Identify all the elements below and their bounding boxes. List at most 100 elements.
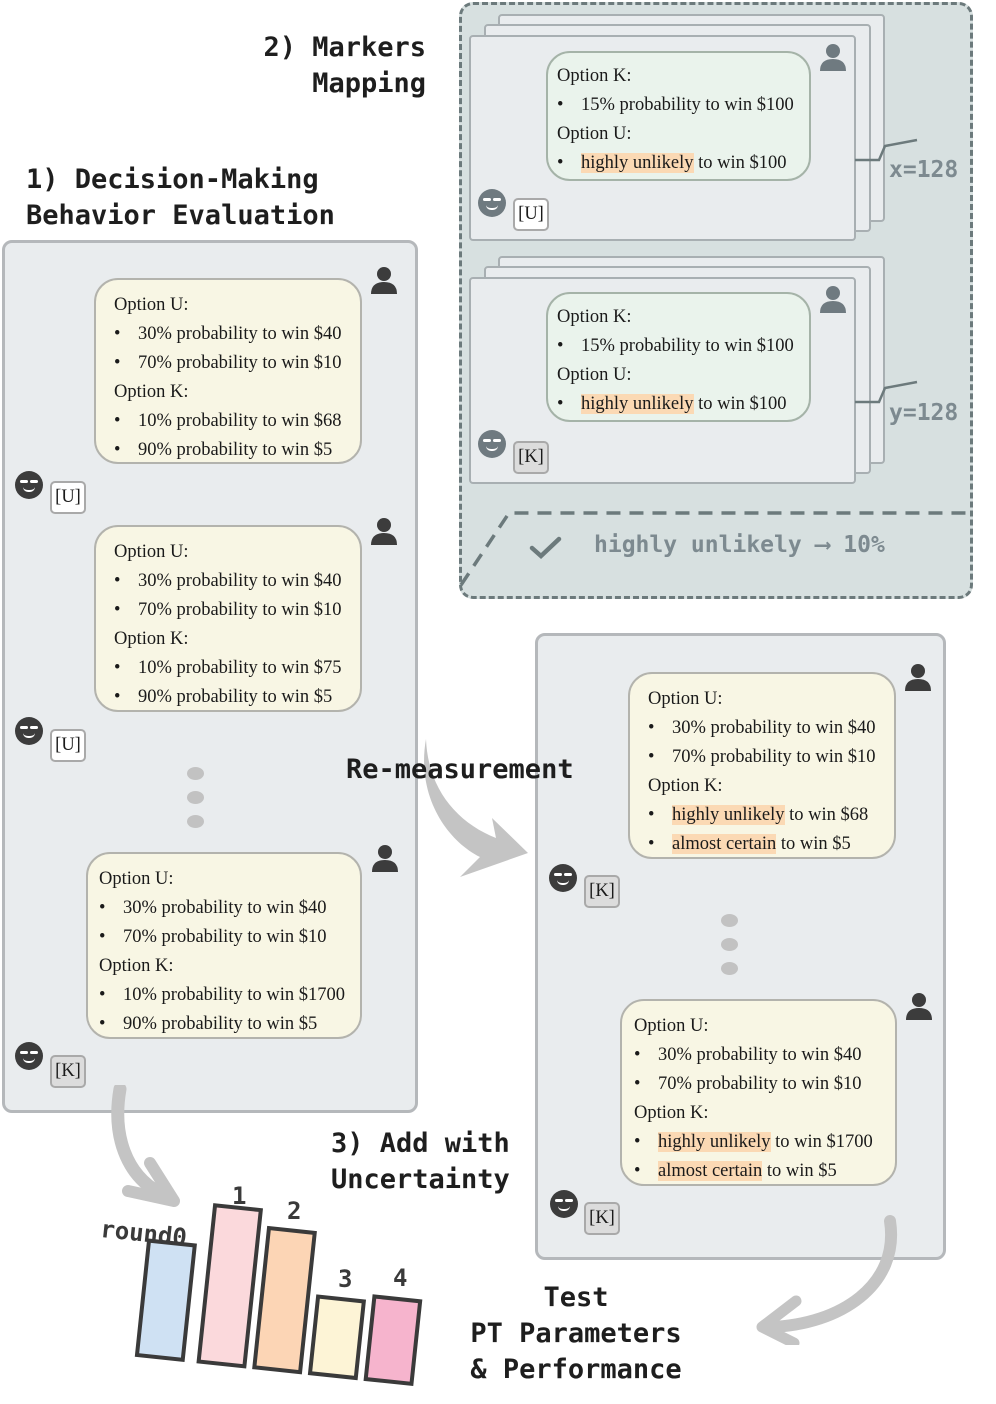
option-line: •almost certain to win $5 bbox=[634, 1161, 837, 1181]
option-line-text: 30% probability to win $40 bbox=[138, 324, 342, 344]
mapping-result-value: 10% bbox=[843, 532, 885, 558]
bar-label-1: 1 bbox=[232, 1182, 247, 1210]
uncertainty-bubble-1: Option U: •30% probability to win $40 •7… bbox=[628, 672, 896, 859]
option-line: •30% probability to win $40 bbox=[648, 718, 876, 738]
option-line-text: 15% probability to win $100 bbox=[581, 95, 794, 115]
option-line-text: 90% probability to win $5 bbox=[138, 440, 333, 460]
option-line-text: 15% probability to win $100 bbox=[581, 336, 794, 356]
answer-badge: [U] bbox=[513, 198, 549, 231]
step2-heading-line1: 2) Markers bbox=[263, 32, 426, 63]
option-line-text: 10% probability to win $75 bbox=[138, 658, 342, 678]
option-line-text: 10% probability to win $1700 bbox=[123, 985, 345, 1005]
mapping-bubble-1: Option K: •15% probability to win $100 O… bbox=[546, 51, 811, 181]
step3-heading-line2: Uncertainty bbox=[331, 1164, 510, 1195]
option-line-text: 30% probability to win $40 bbox=[658, 1045, 862, 1065]
bar-label-4: 4 bbox=[393, 1264, 408, 1292]
answer-badge: [K] bbox=[50, 1055, 86, 1088]
option-line: •30% probability to win $40 bbox=[114, 571, 342, 591]
option-title: Option U: bbox=[114, 542, 189, 562]
bar-round0 bbox=[134, 1238, 197, 1363]
option-line: •almost certain to win $5 bbox=[648, 834, 851, 854]
answer-badge: [K] bbox=[584, 875, 620, 908]
right-down-arrow bbox=[756, 1215, 898, 1345]
option-line-text: 70% probability to win $10 bbox=[138, 353, 342, 373]
option-line: •30% probability to win $40 bbox=[634, 1045, 862, 1065]
user-icon bbox=[906, 993, 932, 1020]
option-title: Option U: bbox=[557, 124, 632, 144]
user-icon bbox=[905, 664, 931, 691]
stack-bracket bbox=[855, 138, 918, 162]
arrow-right-icon: ⟶ bbox=[815, 532, 830, 558]
ellipsis-dot bbox=[187, 815, 204, 828]
option-line: •15% probability to win $100 bbox=[557, 336, 794, 356]
option-line-text: 30% probability to win $40 bbox=[123, 898, 327, 918]
option-line: •10% probability to win $68 bbox=[114, 411, 342, 431]
option-title: Option U: bbox=[648, 689, 723, 709]
answer-badge: [K] bbox=[513, 441, 549, 474]
remeasurement-label: Re-measurement bbox=[346, 754, 574, 785]
test-heading-line1: Test bbox=[543, 1282, 609, 1313]
option-line-text: 30% probability to win $40 bbox=[672, 718, 876, 738]
user-icon bbox=[372, 845, 398, 872]
option-line: •highly unlikely to win $1700 bbox=[634, 1132, 873, 1152]
user-icon bbox=[371, 518, 397, 545]
option-title: Option K: bbox=[114, 629, 189, 649]
step3-heading: 3) Add with Uncertainty bbox=[331, 1126, 510, 1198]
option-line: •10% probability to win $75 bbox=[114, 658, 342, 678]
option-line-text: 70% probability to win $10 bbox=[658, 1074, 862, 1094]
option-title: Option U: bbox=[634, 1016, 709, 1036]
option-line-text: 90% probability to win $5 bbox=[138, 687, 333, 707]
option-title: Option K: bbox=[99, 956, 174, 976]
user-icon bbox=[820, 286, 846, 313]
test-heading: Test PT Parameters & Performance bbox=[440, 1280, 712, 1388]
user-icon bbox=[820, 44, 846, 71]
marker-highlight: highly unlikely bbox=[658, 1132, 771, 1152]
option-line: •30% probability to win $40 bbox=[114, 324, 342, 344]
answer-badge: [U] bbox=[50, 729, 86, 762]
bar-round4 bbox=[363, 1294, 423, 1387]
mapping-result-marker: highly unlikely bbox=[594, 532, 802, 558]
step1-heading-line2: Behavior Evaluation bbox=[26, 200, 335, 231]
option-line-text: to win $100 bbox=[693, 153, 787, 173]
ellipsis-dot bbox=[721, 962, 738, 975]
option-line-text: to win $5 bbox=[762, 1161, 837, 1181]
option-line: •70% probability to win $10 bbox=[648, 747, 876, 767]
option-line: •70% probability to win $10 bbox=[634, 1074, 862, 1094]
option-line: •30% probability to win $40 bbox=[99, 898, 327, 918]
step2-heading-line2: Mapping bbox=[312, 68, 426, 99]
marker-highlight: highly unlikely bbox=[581, 394, 694, 414]
option-line-text: to win $5 bbox=[776, 834, 851, 854]
prompt-bubble-2: Option U: •30% probability to win $40 •7… bbox=[94, 525, 362, 712]
option-title: Option K: bbox=[557, 307, 632, 327]
assistant-face-icon bbox=[478, 189, 506, 217]
marker-highlight: highly unlikely bbox=[581, 153, 694, 173]
test-heading-line3: & Performance bbox=[470, 1354, 682, 1385]
uncertainty-bubble-2: Option U: •30% probability to win $40 •7… bbox=[620, 999, 897, 1186]
rounds-bars bbox=[134, 1203, 423, 1387]
option-title: Option U: bbox=[114, 295, 189, 315]
option-line-text: 10% probability to win $68 bbox=[138, 411, 342, 431]
option-title: Option K: bbox=[634, 1103, 709, 1123]
assistant-face-icon bbox=[15, 471, 43, 499]
option-line-text: 70% probability to win $10 bbox=[123, 927, 327, 947]
option-line: •15% probability to win $100 bbox=[557, 95, 794, 115]
left-down-arrow bbox=[111, 1085, 180, 1207]
option-line: •70% probability to win $10 bbox=[114, 600, 342, 620]
result-divider bbox=[459, 511, 971, 586]
option-line: •highly unlikely to win $100 bbox=[557, 153, 787, 173]
prompt-bubble-1: Option U: •30% probability to win $40 •7… bbox=[94, 278, 362, 464]
ellipsis-dot bbox=[721, 938, 738, 951]
assistant-face-icon bbox=[549, 864, 577, 892]
ellipsis-dot bbox=[187, 791, 204, 804]
option-line: •10% probability to win $1700 bbox=[99, 985, 345, 1005]
stack-bracket bbox=[855, 380, 918, 404]
option-line: •90% probability to win $5 bbox=[114, 687, 333, 707]
step2-heading: 2) Markers Mapping bbox=[250, 30, 426, 102]
option-title: Option U: bbox=[99, 869, 174, 889]
option-title: Option U: bbox=[557, 365, 632, 385]
option-line: •highly unlikely to win $68 bbox=[648, 805, 869, 825]
assistant-face-icon bbox=[15, 717, 43, 745]
mapping-bubble-2: Option K: •15% probability to win $100 O… bbox=[546, 292, 811, 422]
option-line-text: 70% probability to win $10 bbox=[138, 600, 342, 620]
marker-highlight: almost certain bbox=[672, 834, 777, 854]
